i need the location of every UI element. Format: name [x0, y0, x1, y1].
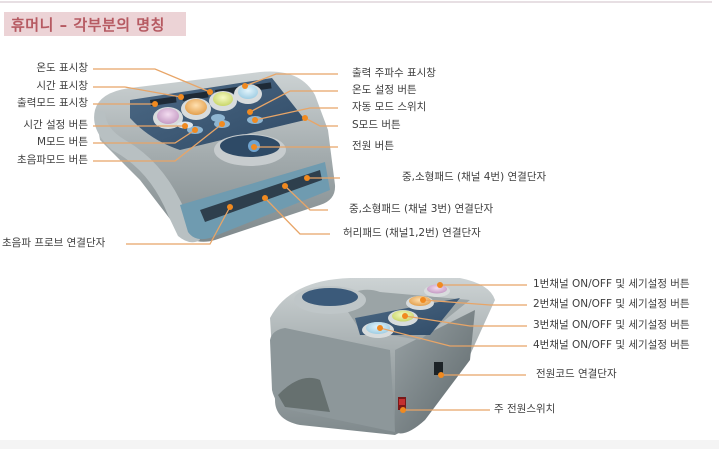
label-output-mode-display: 출력모드 표시창 [17, 97, 88, 109]
label-output-frequency-display: 출력 주파수 표시창 [352, 67, 436, 79]
label-ultrasound-mode-button: 초음파모드 버튼 [17, 154, 88, 166]
label-ch2-button: 2번채널 ON/OFF 및 세기설정 버튼 [533, 298, 690, 310]
label-temp-set-button: 온도 설정 버튼 [352, 84, 417, 96]
top-divider [0, 1, 712, 3]
label-power-cord-port: 전원코드 연결단자 [536, 368, 617, 380]
marker-dots [152, 83, 444, 413]
label-pad-ch3-port: 중,소형패드 (채널 3번) 연결단자 [349, 203, 494, 215]
label-ch4-button: 4번채널 ON/OFF 및 세기설정 버튼 [533, 339, 690, 351]
rear-device [270, 278, 495, 435]
title-background [4, 12, 186, 36]
label-auto-mode-switch: 자동 모드 스위치 [352, 101, 427, 113]
page-title: 휴머니 – 각부분의 명칭 [11, 16, 165, 34]
label-time-set-button: 시간 설정 버튼 [23, 119, 88, 131]
bottom-band [0, 440, 719, 449]
label-power-button: 전원 버튼 [352, 140, 394, 152]
label-ultrasound-probe-port: 초음파 프로브 연결단자 [2, 237, 106, 249]
label-pad-ch4-port: 중,소형패드 (채널 4번) 연결단자 [402, 171, 547, 183]
label-m-mode-button: M모드 버튼 [36, 136, 88, 148]
label-ch3-button: 3번채널 ON/OFF 및 세기설정 버튼 [533, 319, 690, 331]
label-waist-pad-port: 허리패드 (채널1,2번) 연결단자 [343, 227, 481, 239]
label-s-mode-button: S모드 버튼 [352, 119, 401, 131]
front-device [94, 71, 336, 243]
label-main-power-switch: 주 전원스위치 [494, 403, 556, 415]
label-temp-display: 온도 표시창 [36, 62, 88, 74]
label-ch1-button: 1번채널 ON/OFF 및 세기설정 버튼 [533, 278, 690, 290]
label-time-display: 시간 표시창 [36, 80, 88, 92]
leader-lines [93, 68, 527, 411]
